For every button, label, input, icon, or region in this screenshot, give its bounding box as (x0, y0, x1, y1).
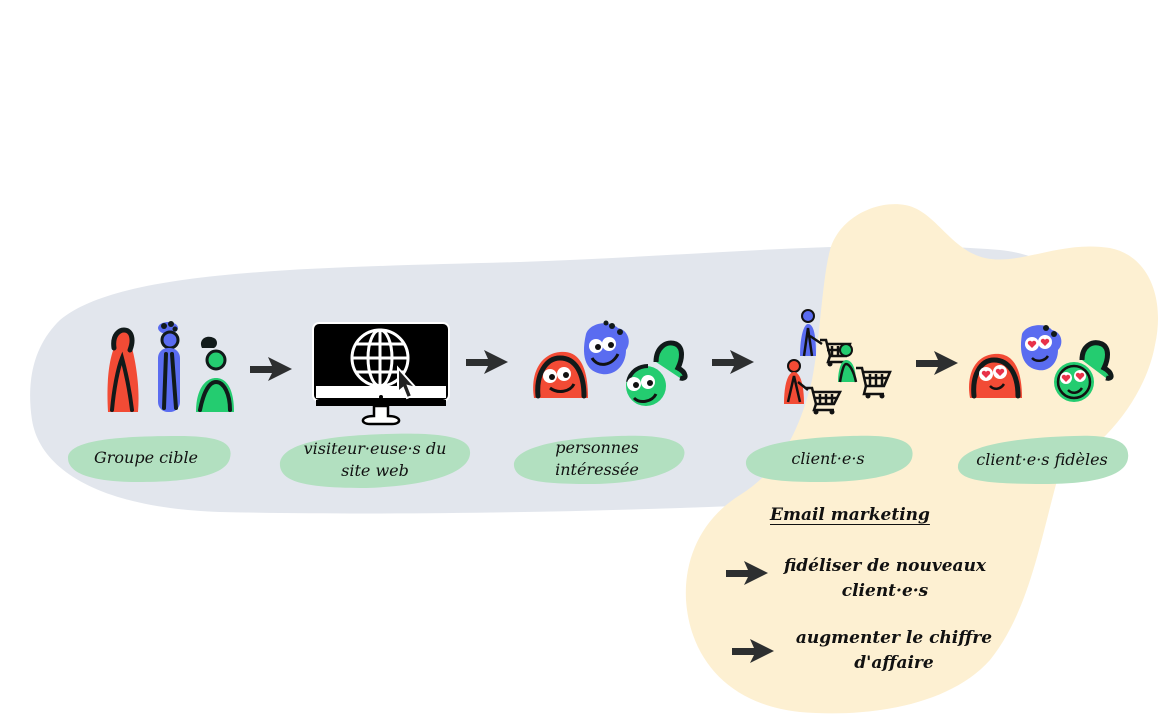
arrow-icon (726, 561, 768, 585)
stage-label-loyal-customers: client·e·s fidèles (954, 434, 1130, 486)
arrow-icon (466, 350, 508, 374)
arrow-icon (732, 639, 774, 663)
monitor-globe-icon (312, 322, 450, 426)
stage-label-website-visitors: visiteur·euse·s du site web (276, 430, 474, 490)
stage-label-customers: client·e·s (740, 434, 916, 484)
email-marketing-title: Email marketing (770, 505, 930, 525)
arrow-icon (712, 350, 754, 374)
stage-label-target-group: Groupe cible (58, 432, 234, 484)
email-benefit-item: fidéliser de nouveaux client·e·s (783, 556, 987, 601)
email-benefit-item: augmenter le chiffre d'affaire (795, 628, 993, 673)
heart-eyes-faces-icon (969, 325, 1114, 402)
stage-label-interested: personnes intéressée (508, 432, 686, 486)
curious-faces-icon (533, 320, 688, 406)
shopping-carts-icon (784, 309, 892, 415)
people-group-icon (107, 321, 234, 412)
arrow-icon (916, 351, 958, 375)
arrow-icon (250, 357, 292, 381)
